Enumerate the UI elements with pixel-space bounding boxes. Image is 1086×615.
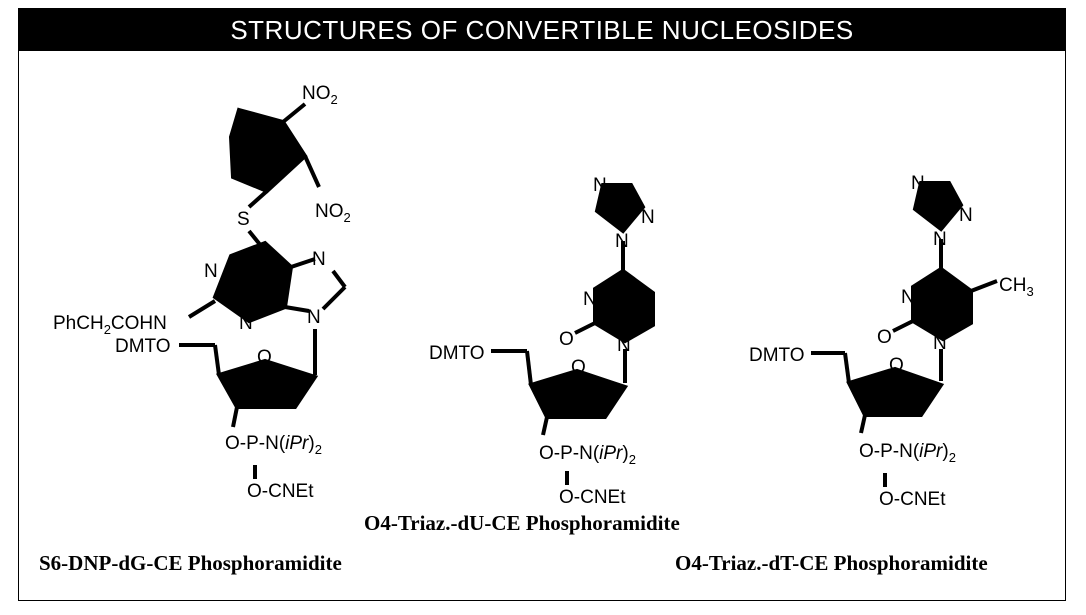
svg-text:O-CNEt: O-CNEt — [879, 489, 946, 510]
svg-text:CH3: CH3 — [999, 275, 1034, 299]
deoxyribose-ring-2 — [528, 368, 629, 419]
deoxyribose-ring-3 — [846, 366, 945, 417]
svg-text:N: N — [901, 287, 915, 308]
structure-o4-triaz-dt — [811, 181, 998, 487]
svg-text:O: O — [877, 327, 892, 348]
svg-text:N: N — [641, 207, 655, 228]
svg-text:N: N — [312, 249, 326, 270]
svg-text:N: N — [911, 173, 925, 194]
purine-six-ring — [212, 240, 294, 324]
svg-text:N: N — [307, 307, 321, 328]
svg-text:NO2: NO2 — [302, 83, 338, 107]
svg-text:N: N — [617, 335, 631, 356]
svg-text:N: N — [583, 289, 597, 310]
svg-text:N: N — [959, 205, 973, 226]
compound-name-s6-dnp-dg: S6-DNP-dG-CE Phosphoramidite — [39, 551, 342, 575]
svg-text:PhCH2COHN: PhCH2COHN — [53, 313, 167, 337]
labels-s6-dnp-dg: NO2 NO2 S N N N N PhCH2COHN DMTO O O-P-N… — [53, 83, 351, 502]
svg-text:NO2: NO2 — [315, 201, 351, 225]
compound-name-o4-triaz-du: O4-Triaz.-dU-CE Phosphoramidite — [364, 511, 680, 535]
svg-text:N: N — [204, 261, 218, 282]
triazole-ring-3 — [912, 181, 964, 232]
labels-o4-triaz-du: N N N N O N DMTO O O-P-N(iPr)2 O-CNEt — [429, 175, 655, 508]
svg-text:O-P-N(iPr)2: O-P-N(iPr)2 — [225, 433, 322, 457]
svg-text:N: N — [933, 229, 947, 250]
pyrimidine-ring-2 — [593, 268, 655, 344]
figure-frame: STRUCTURES OF CONVERTIBLE NUCLEOSIDES — [18, 8, 1066, 601]
svg-text:O-P-N(iPr)2: O-P-N(iPr)2 — [859, 441, 956, 465]
svg-text:O-P-N(iPr)2: O-P-N(iPr)2 — [539, 443, 636, 467]
labels-o4-triaz-dt: N N N N CH3 O N DMTO O O-P-N(iPr)2 O-CNE… — [749, 173, 1034, 510]
compound-name-o4-triaz-dt: O4-Triaz.-dT-CE Phosphoramidite — [675, 551, 988, 575]
figure-title: STRUCTURES OF CONVERTIBLE NUCLEOSIDES — [19, 9, 1065, 51]
svg-text:DMTO: DMTO — [115, 336, 171, 357]
svg-text:DMTO: DMTO — [749, 345, 805, 366]
structure-o4-triaz-du — [491, 183, 655, 485]
pyrimidine-ring-3 — [911, 266, 973, 342]
svg-text:N: N — [933, 333, 947, 354]
svg-text:N: N — [239, 313, 253, 334]
svg-text:S: S — [237, 209, 250, 230]
svg-text:DMTO: DMTO — [429, 343, 485, 364]
svg-text:O: O — [257, 347, 272, 368]
svg-text:O: O — [571, 357, 586, 378]
svg-text:O-CNEt: O-CNEt — [247, 481, 314, 502]
svg-text:N: N — [593, 175, 607, 196]
svg-text:O-CNEt: O-CNEt — [559, 487, 626, 508]
svg-text:O: O — [559, 329, 574, 350]
svg-text:N: N — [615, 231, 629, 252]
structure-s6-dnp-dg — [179, 102, 347, 479]
chemical-structures-drawing: NO2 NO2 S N N N N PhCH2COHN DMTO O O-P-N… — [53, 83, 1034, 510]
dinitrophenyl-ring — [228, 107, 308, 194]
svg-text:O: O — [889, 355, 904, 376]
triazole-ring-2 — [594, 183, 646, 234]
deoxyribose-ring-1 — [216, 358, 319, 409]
